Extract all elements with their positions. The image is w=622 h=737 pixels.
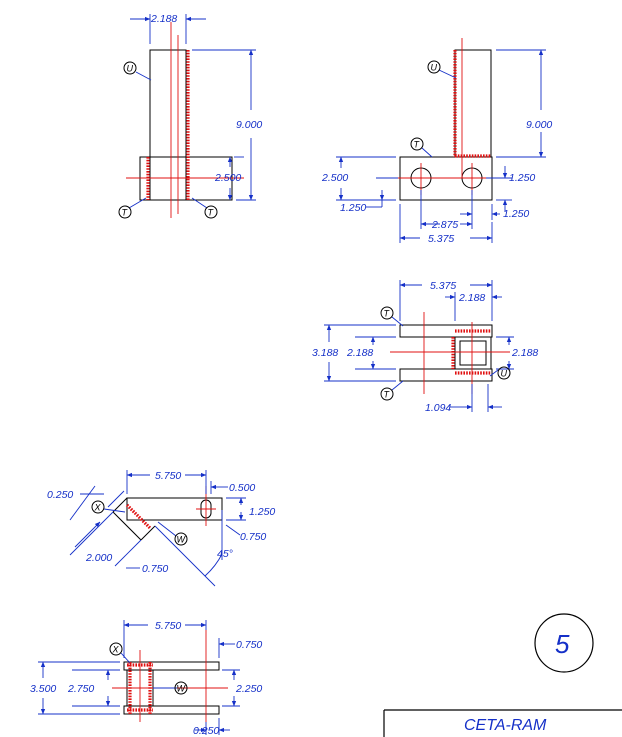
label-u	[427, 60, 441, 74]
dim-0500: 0.500	[229, 482, 255, 494]
dim-5375: 5.375	[428, 233, 454, 245]
bottom-plate	[123, 705, 220, 715]
title-text: CETA-RAM	[464, 717, 547, 734]
dim-2188-top: 2.188	[458, 292, 485, 304]
view-front: 9.000 2.500 1.250 1.250 2.875 1.250	[321, 38, 552, 245]
view-angle: 5.750 0.500 0.250 1.250 0.750 2.000 0.75…	[47, 470, 275, 587]
dim-2188-left: 2.188	[346, 347, 373, 359]
view-bottom: 5.750 0.750 3.500 2.750 2.250 0.250 X	[30, 620, 262, 737]
view-side: 2.188 9.000 2.500 U T T	[118, 13, 262, 219]
svg-text:U: U	[127, 64, 134, 74]
label-u	[123, 61, 137, 75]
svg-text:W: W	[177, 535, 187, 545]
dim-0750: 0.750	[236, 639, 262, 651]
svg-text:U: U	[501, 369, 508, 379]
dim-45deg: 45°	[217, 548, 233, 560]
dim-0250: 0.250	[193, 725, 219, 737]
svg-text:T: T	[122, 208, 129, 218]
bottom-flange	[399, 368, 493, 382]
top-plate	[123, 661, 220, 671]
upright-tube	[149, 49, 187, 201]
dim-1250-left: 1.250	[340, 202, 366, 214]
dim-2250: 2.250	[235, 683, 262, 695]
dim-3500: 3.500	[30, 683, 56, 695]
angle-plate	[126, 497, 223, 521]
svg-text:T: T	[208, 208, 215, 218]
upright-tube	[454, 49, 492, 158]
label-t	[410, 137, 424, 151]
label-x	[91, 500, 105, 514]
dim-2188-right: 2.188	[511, 347, 538, 359]
dim-2500: 2.500	[214, 172, 241, 184]
svg-text:T: T	[384, 390, 391, 400]
sheet-number-circle	[534, 613, 594, 673]
title-block: CETA-RAM	[383, 709, 622, 737]
dim-5750: 5.750	[155, 620, 181, 632]
extension-line	[69, 511, 114, 556]
view-top: 5.375 2.188 3.188 2.188 2.188 1.094	[312, 280, 538, 414]
dim-9000: 9.000	[526, 119, 552, 131]
dim-5750: 5.750	[155, 470, 181, 482]
svg-text:T: T	[384, 309, 391, 319]
label-x	[109, 642, 123, 656]
label-t-bottom	[380, 387, 394, 401]
dim-2188: 2.188	[150, 13, 177, 25]
dim-0750-bottom: 0.750	[142, 563, 168, 575]
label-u	[497, 366, 511, 380]
svg-text:X: X	[94, 503, 102, 513]
dim-2750: 2.750	[67, 683, 94, 695]
sheet-number: 5	[534, 613, 594, 673]
top-flange	[399, 324, 493, 338]
label-t-left	[118, 205, 132, 219]
dim-0250: 0.250	[47, 489, 73, 501]
dim-2500: 2.500	[321, 172, 348, 184]
label-t-right	[204, 205, 218, 219]
label-t-top	[380, 306, 394, 320]
weld-angle	[125, 503, 152, 530]
dim-3188: 3.188	[312, 347, 338, 359]
dim-1094: 1.094	[425, 402, 451, 414]
svg-text:T: T	[414, 140, 421, 150]
sheet-number-text: 5	[555, 629, 570, 659]
dim-0750-right: 0.750	[240, 531, 266, 543]
base-plate	[399, 156, 493, 201]
dim-2000: 2.000	[85, 552, 112, 564]
tube-inner	[459, 340, 487, 366]
dim-9000: 9.000	[236, 119, 262, 131]
svg-text:U: U	[431, 63, 438, 73]
tube-section	[454, 336, 492, 370]
dim-2875: 2.875	[431, 219, 458, 231]
dim-1250: 1.250	[249, 506, 275, 518]
svg-text:X: X	[112, 645, 120, 655]
dim-1250-right: 1.250	[509, 172, 535, 184]
label-w	[174, 681, 188, 695]
dim-5375: 5.375	[430, 280, 456, 292]
dim-1250-bottom: 1.250	[503, 208, 529, 220]
svg-text:W: W	[177, 684, 187, 694]
label-w	[174, 532, 188, 546]
